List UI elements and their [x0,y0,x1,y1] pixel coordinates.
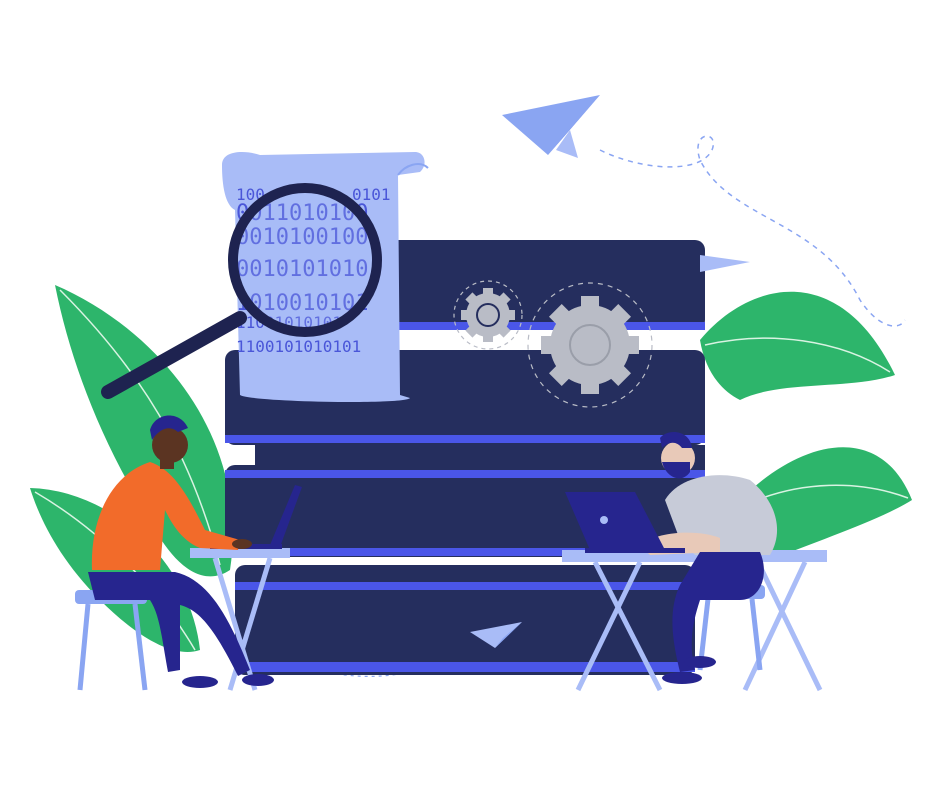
right-leaf-top [700,291,895,400]
binary-line: 1100101010101 [236,337,361,356]
binary-line: 100 [236,185,265,204]
paper-plane-icon [502,95,600,158]
binary-line: 0010100100 [236,225,368,250]
binary-scroll: 100 0101 0011010100 0010100100 001010101… [222,152,429,402]
gear-icon [453,280,523,350]
person-left [88,415,274,688]
binary-line: 0101 [352,185,391,204]
laptop-icon [565,492,685,553]
paper-plane-icon [470,622,522,648]
gear-icon [527,282,653,408]
server-unit-bottom [235,565,695,675]
binary-line: 0010101010 [236,257,368,282]
flight-path-dashed [599,135,906,327]
magnifying-glass-icon [101,183,382,399]
